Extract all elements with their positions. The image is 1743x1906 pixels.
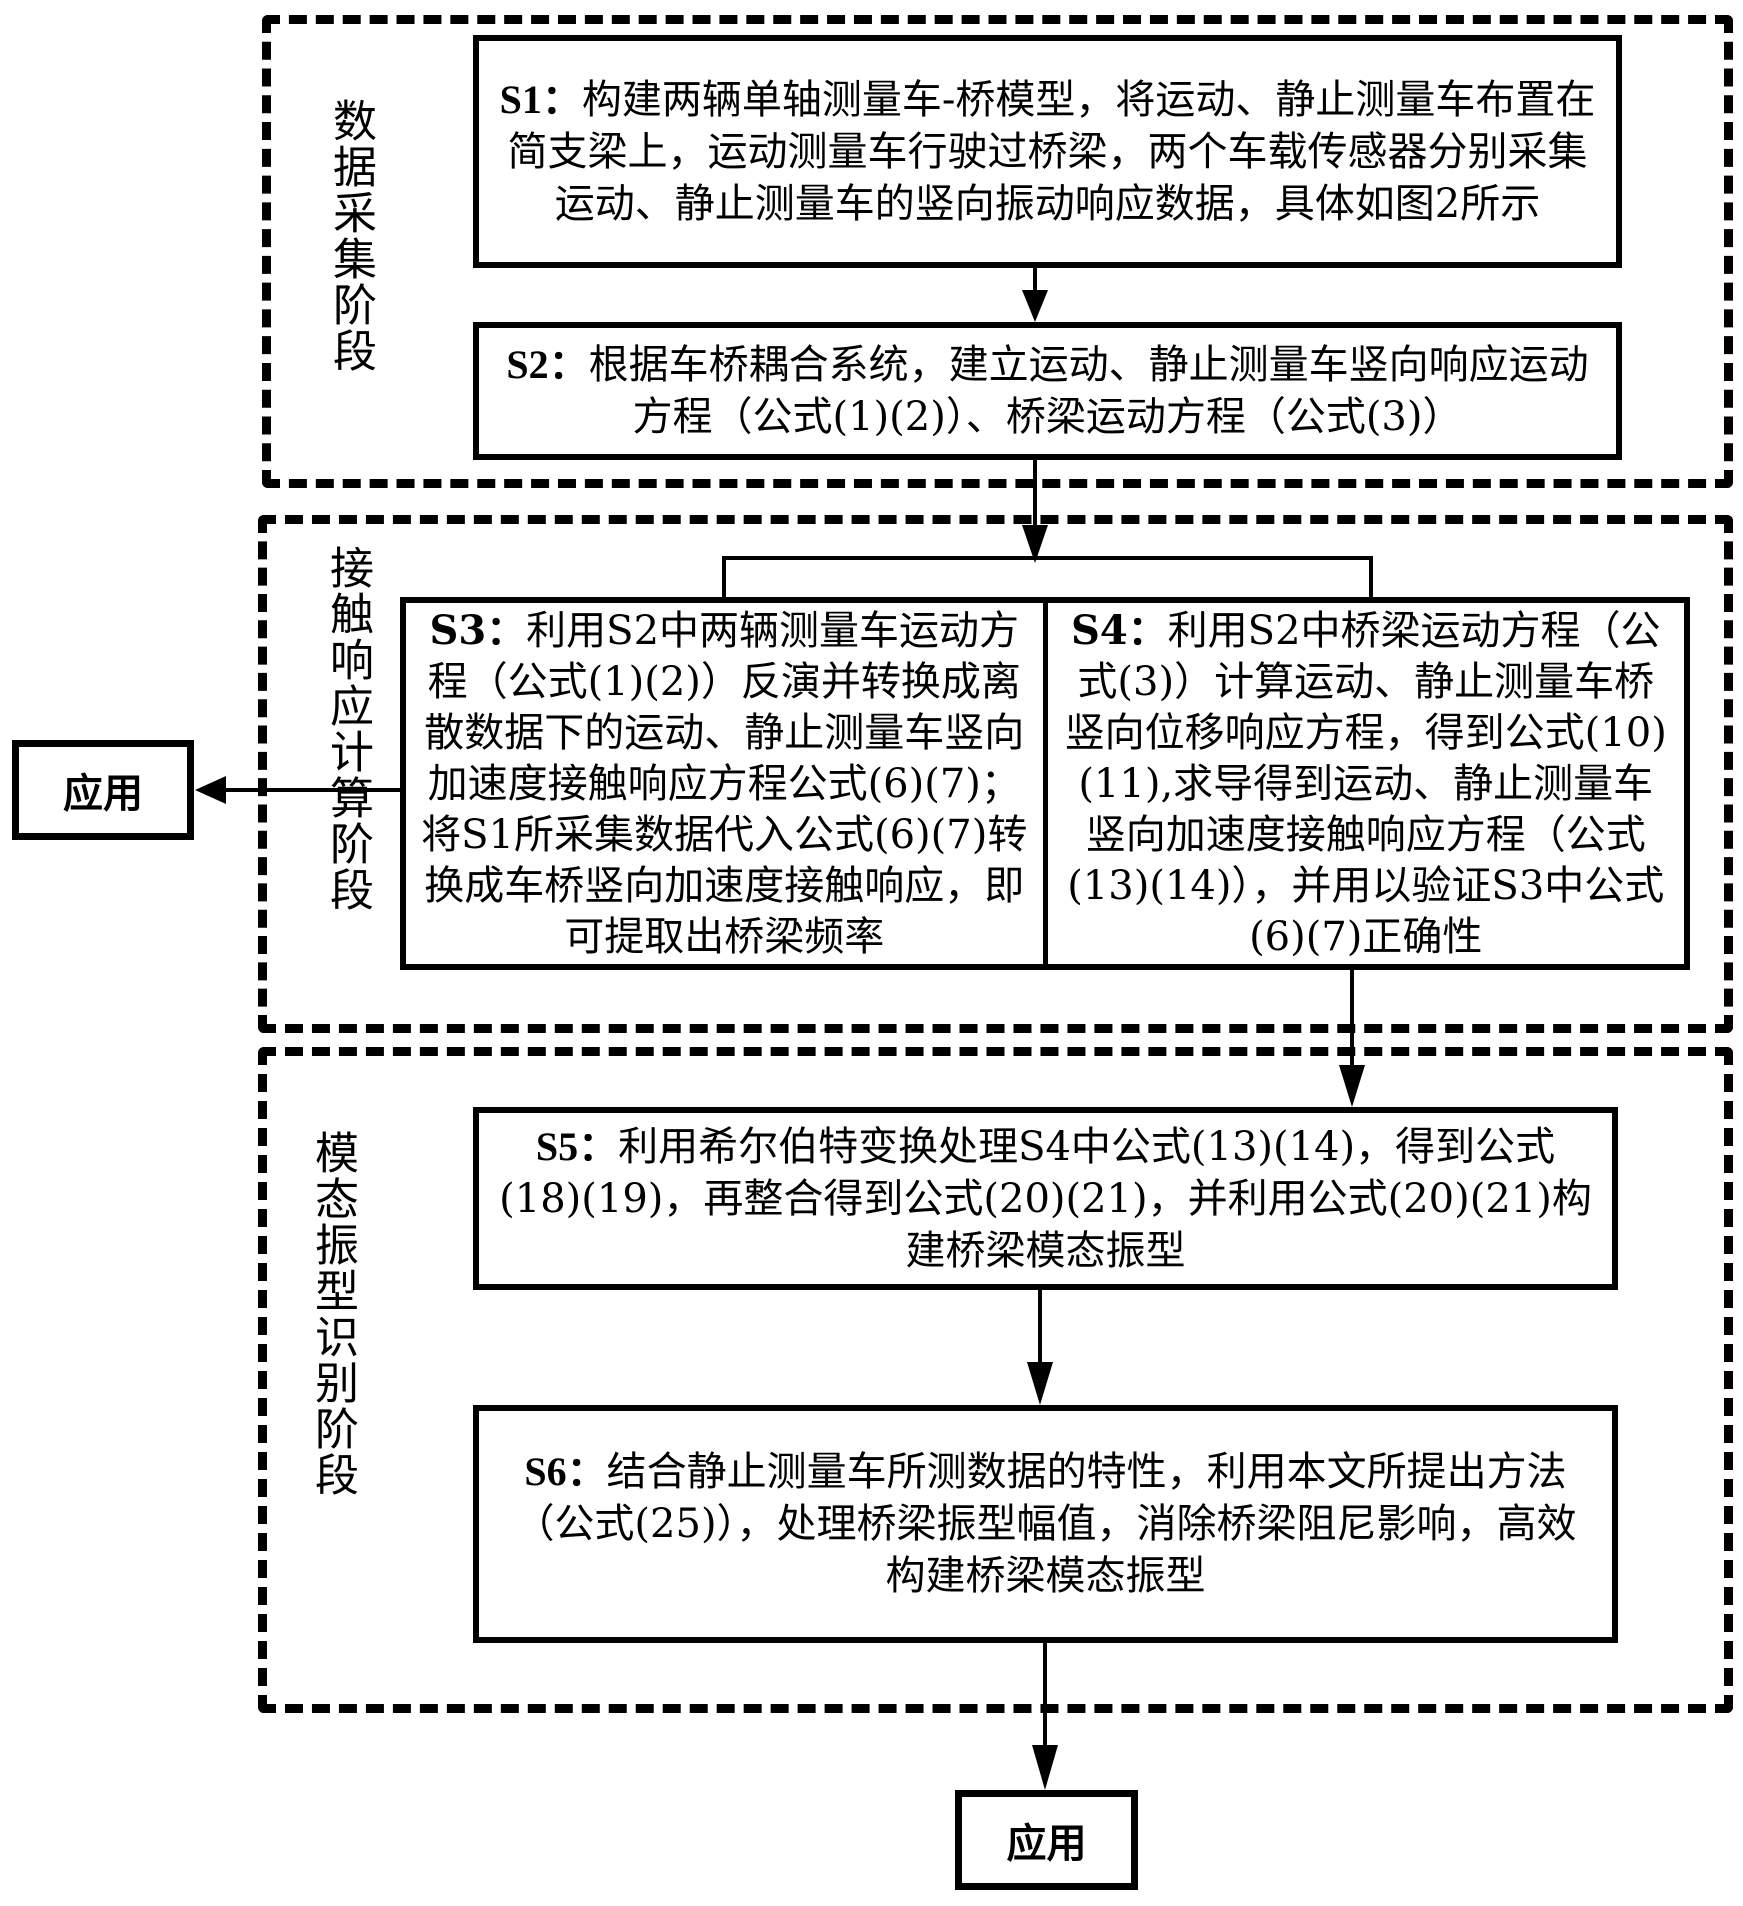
stage-label-data-acquisition: 数据采集阶段: [325, 98, 376, 374]
application-box-bottom: 应用: [955, 1790, 1138, 1890]
arrow-s2-to-fork: [1022, 460, 1048, 563]
arrow-s6-to-application: [1032, 1643, 1058, 1790]
step-s3-id: S3：: [429, 606, 527, 654]
arrow-s1-to-s2: [1022, 268, 1048, 322]
step-s1-text: 构建两辆单轴测量车-桥模型，将运动、静止测量车布置在简支梁上，运动测量车行驶过桥…: [507, 76, 1596, 227]
stage-label-contact-response: 接触响应计算阶段: [322, 545, 373, 913]
step-s2-text: 根据车桥耦合系统，建立运动、静止测量车竖向响应运动方程（公式(1)(2)）、桥梁…: [588, 342, 1589, 440]
step-s1: S1：构建两辆单轴测量车-桥模型，将运动、静止测量车布置在简支梁上，运动测量车行…: [473, 35, 1622, 268]
fork-branch-s3-s4: [722, 556, 1373, 600]
stage-label-mode-shape: 模态振型识别阶段: [307, 1130, 358, 1498]
step-s4-text: 利用S2中桥梁运动方程（公式(3)）计算运动、静止测量车桥竖向位移响应方程，得到…: [1064, 607, 1667, 960]
stage-data-acquisition: [262, 15, 1733, 488]
application-box-left: 应用: [12, 740, 194, 840]
stage-mode-shape: [258, 1047, 1733, 1713]
step-s4-id: S4：: [1070, 606, 1168, 654]
step-s6-text: 结合静止测量车所测数据的特性，利用本文所提出方法（公式(25)），处理桥梁振型幅…: [514, 1449, 1577, 1599]
step-s5-id: S5：: [535, 1123, 619, 1169]
arrow-s4-to-s5: [1339, 970, 1365, 1107]
step-s5: S5：利用希尔伯特变换处理S4中公式(13)(14)，得到公式(18)(19)，…: [473, 1107, 1618, 1290]
step-s3-s4-group: S3：利用S2中两辆测量车运动方程（公式(1)(2)）反演并转换成离散数据下的运…: [400, 597, 1690, 970]
step-s3-text: 利用S2中两辆测量车运动方程（公式(1)(2)）反演并转换成离散数据下的运动、静…: [421, 607, 1028, 960]
step-s1-id: S1：: [499, 76, 582, 122]
step-s4: S4：利用S2中桥梁运动方程（公式(3)）计算运动、静止测量车桥竖向位移响应方程…: [1042, 603, 1685, 964]
step-s3: S3：利用S2中两辆测量车运动方程（公式(1)(2)）反演并转换成离散数据下的运…: [406, 603, 1043, 964]
step-s2: S2：根据车桥耦合系统，建立运动、静止测量车竖向响应运动方程（公式(1)(2)）…: [473, 322, 1622, 460]
step-s6: S6：结合静止测量车所测数据的特性，利用本文所提出方法（公式(25)），处理桥梁…: [473, 1405, 1618, 1643]
step-s2-id: S2：: [506, 342, 589, 387]
step-s6-id: S6：: [524, 1449, 607, 1494]
arrow-s5-to-s6: [1027, 1290, 1053, 1405]
step-s5-text: 利用希尔伯特变换处理S4中公式(13)(14)，得到公式(18)(19)，再整合…: [499, 1123, 1592, 1274]
arrow-s3-to-application: [195, 776, 402, 804]
stage-contact-response: [258, 515, 1733, 1033]
